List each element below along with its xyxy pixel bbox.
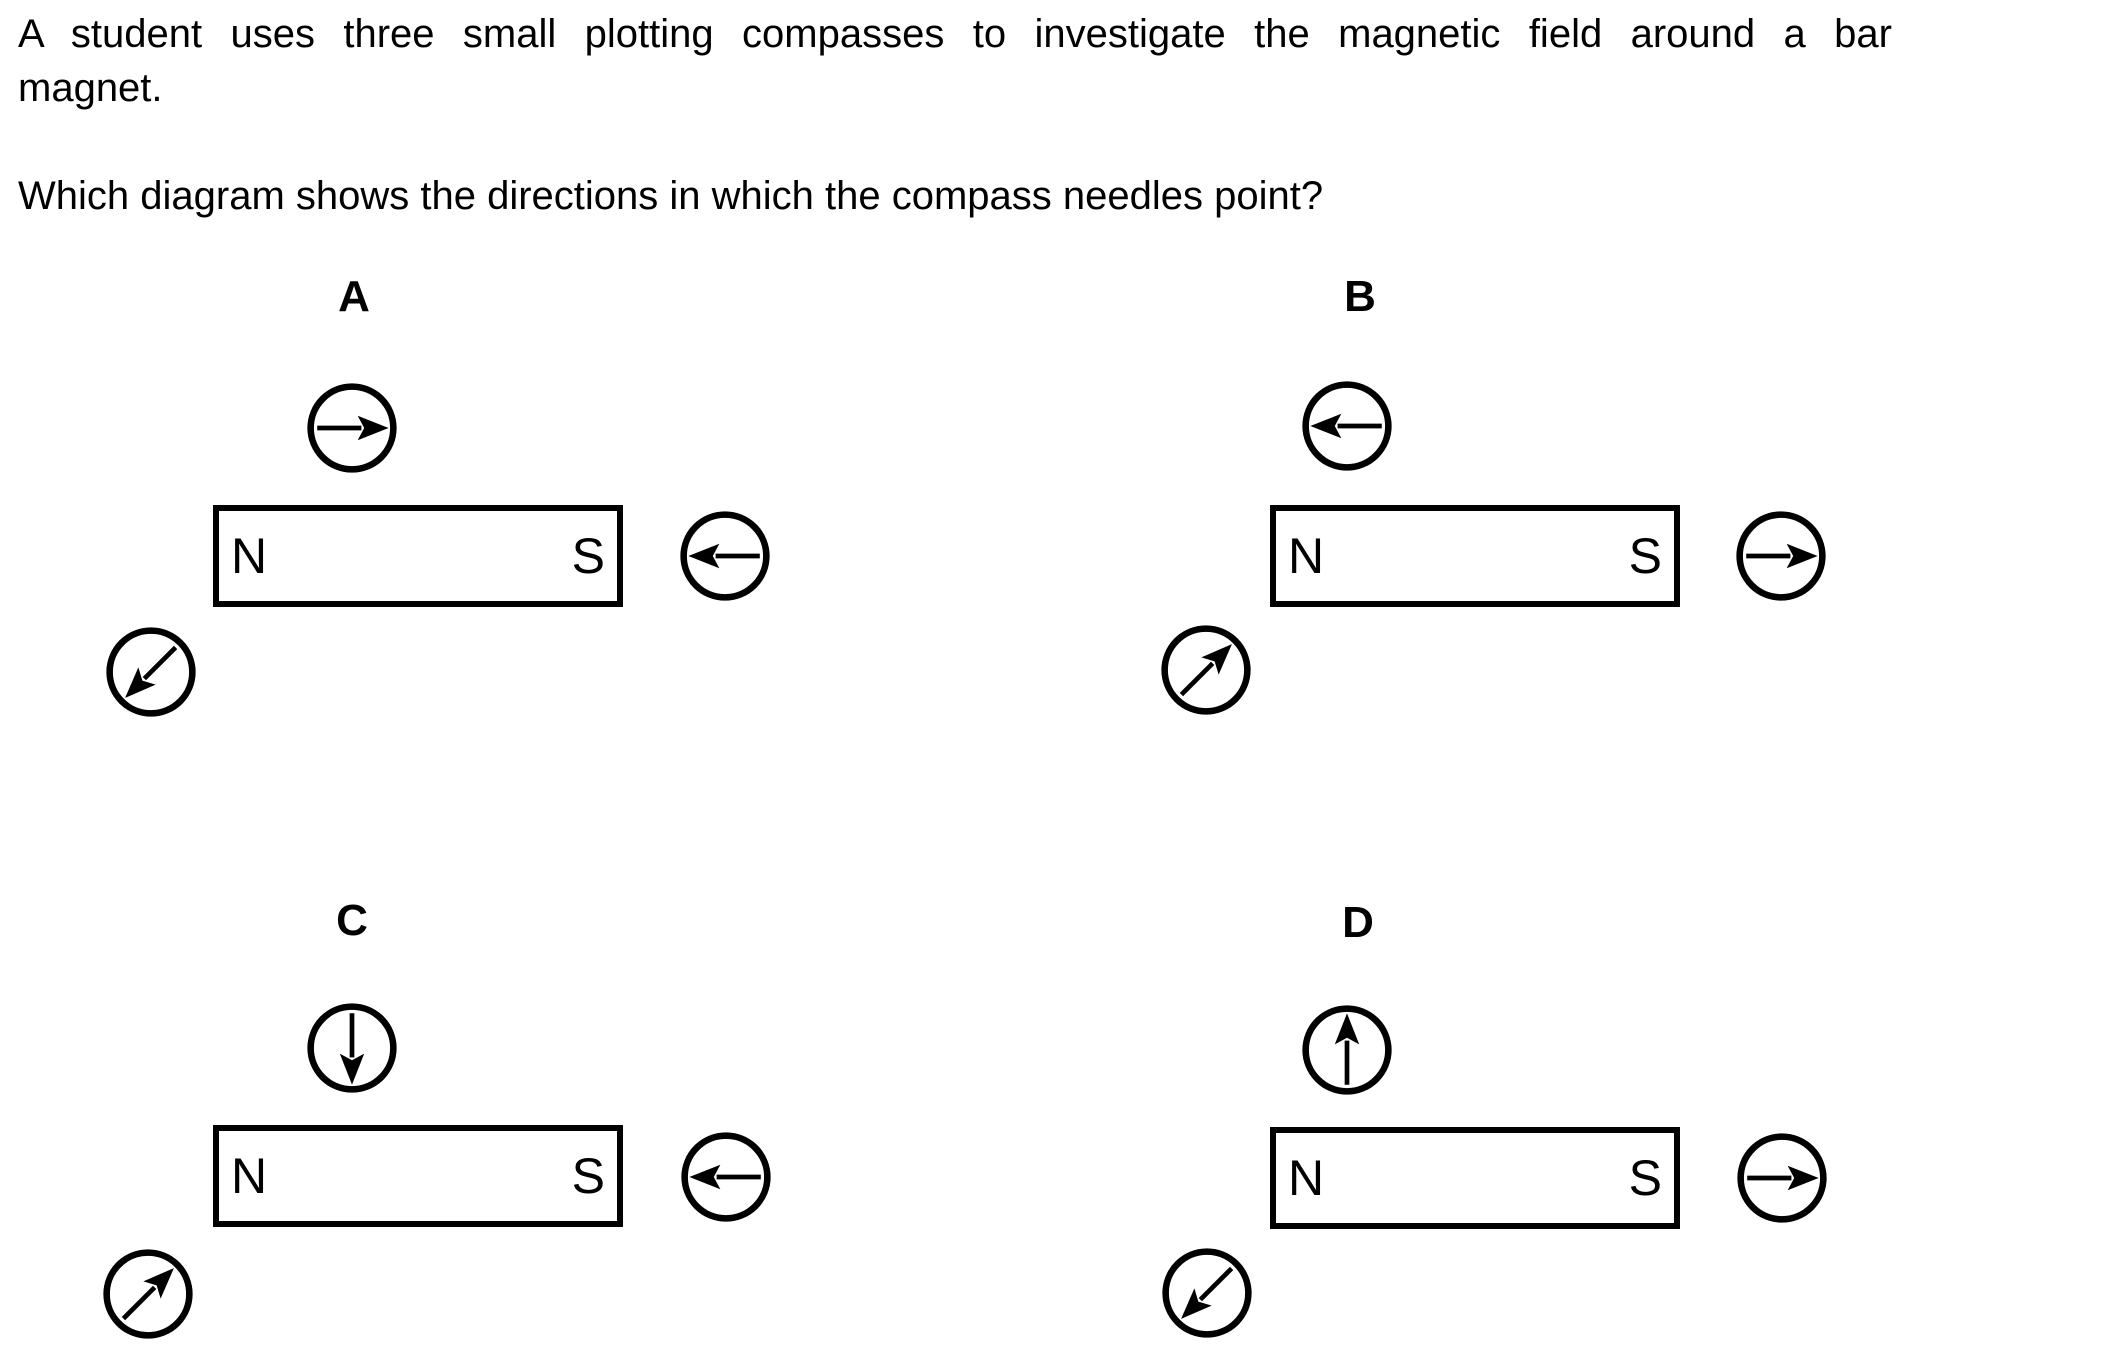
question-text-line-1: A student uses three small plotting comp… — [18, 12, 1892, 56]
compass-needle — [1746, 543, 1818, 569]
option-label-a: A — [338, 272, 370, 321]
compass-needle — [339, 1013, 365, 1085]
compass-below-left-of-magnet-a — [106, 627, 196, 717]
compass-needle — [689, 1164, 761, 1190]
bar-magnet-a: N S — [213, 505, 623, 607]
option-label-b: B — [1344, 272, 1376, 321]
south-pole-label: S — [571, 528, 605, 584]
compass-right-of-magnet-b — [1736, 511, 1826, 601]
north-pole-label: N — [1288, 1150, 1325, 1206]
compass-needle — [121, 1268, 174, 1321]
compass-needle — [125, 645, 178, 698]
question-prompt: Which diagram shows the directions in wh… — [18, 174, 1324, 218]
compass-needle — [1181, 1266, 1234, 1319]
north-pole-label: N — [1288, 528, 1325, 584]
compass-right-of-magnet-a — [680, 511, 770, 601]
option-label-d: D — [1342, 898, 1374, 947]
compass-below-left-of-magnet-b — [1161, 625, 1251, 715]
compass-above-magnet-b — [1302, 381, 1392, 471]
compass-needle — [317, 415, 389, 441]
north-pole-label: N — [231, 1148, 268, 1204]
question-text-line-2: magnet. — [18, 66, 163, 110]
bar-magnet-b: N S — [1270, 505, 1680, 607]
compass-right-of-magnet-c — [681, 1132, 771, 1222]
north-pole-label: N — [231, 528, 268, 584]
compass-needle — [1334, 1013, 1360, 1085]
south-pole-label: S — [571, 1148, 605, 1204]
bar-magnet-d: N S — [1270, 1127, 1680, 1229]
compass-above-magnet-c — [307, 1003, 397, 1093]
compass-needle — [1310, 413, 1382, 439]
bar-magnet-c: N S — [213, 1125, 623, 1227]
compass-needle — [1747, 1165, 1819, 1191]
compass-below-left-of-magnet-c — [103, 1249, 193, 1339]
compass-above-magnet-a — [307, 383, 397, 473]
compass-right-of-magnet-d — [1737, 1133, 1827, 1223]
south-pole-label: S — [1628, 528, 1662, 584]
option-label-c: C — [336, 896, 368, 945]
compass-below-left-of-magnet-d — [1162, 1248, 1252, 1338]
compass-needle — [1179, 644, 1232, 697]
compass-above-magnet-d — [1302, 1005, 1392, 1095]
compass-needle — [688, 543, 760, 569]
south-pole-label: S — [1628, 1150, 1662, 1206]
